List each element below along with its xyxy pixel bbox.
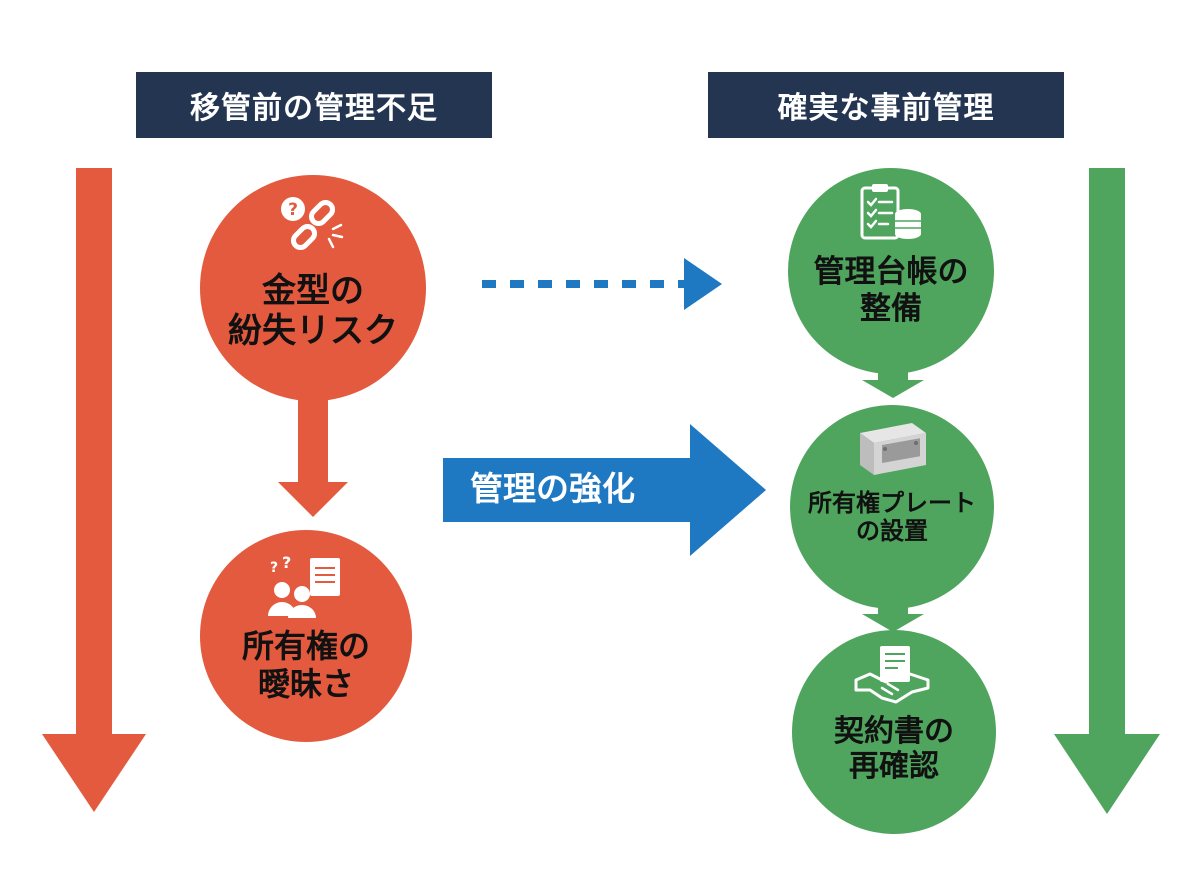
node-loss-risk-label: 金型の 紛失リスク — [228, 271, 398, 352]
risk-to-ownership-arrow — [278, 395, 348, 517]
node-loss-risk: ? 金型の 紛失リスク — [200, 175, 426, 401]
svg-text:?: ? — [270, 560, 278, 576]
node-ownership-plate-label: 所有権プレート の設置 — [808, 489, 976, 546]
strengthen-management-label: 管理の強化 — [470, 469, 635, 508]
handshake-document-icon — [852, 644, 936, 710]
metal-plate-icon — [852, 419, 932, 483]
svg-text:?: ? — [288, 200, 298, 220]
node-contract-review: 契約書の 再確認 — [792, 630, 996, 834]
node-ownership-ambiguity-label: 所有権の 曖昧さ — [241, 627, 370, 703]
svg-text:?: ? — [282, 556, 291, 572]
broken-chain-question-icon: ? — [277, 195, 349, 263]
left-flow-arrow — [42, 168, 146, 812]
node-ownership-ambiguity: ? ? 所有権の 曖昧さ — [200, 530, 412, 742]
node-ledger-setup-label: 管理台帳の 整備 — [813, 254, 969, 327]
dotted-transition-arrow — [482, 258, 722, 310]
clipboard-database-icon — [858, 182, 924, 248]
node-ownership-plate: 所有権プレート の設置 — [790, 405, 994, 609]
header-before-transfer: 移管前の管理不足 — [136, 72, 492, 138]
node-ledger-setup: 管理台帳の 整備 — [788, 168, 994, 374]
people-question-document-icon: ? ? — [264, 553, 348, 622]
right-flow-arrow — [1054, 168, 1160, 814]
header-proactive-management: 確実な事前管理 — [708, 72, 1064, 138]
node-contract-review-label: 契約書の 再確認 — [834, 714, 954, 785]
strengthen-management-arrow — [443, 424, 766, 556]
